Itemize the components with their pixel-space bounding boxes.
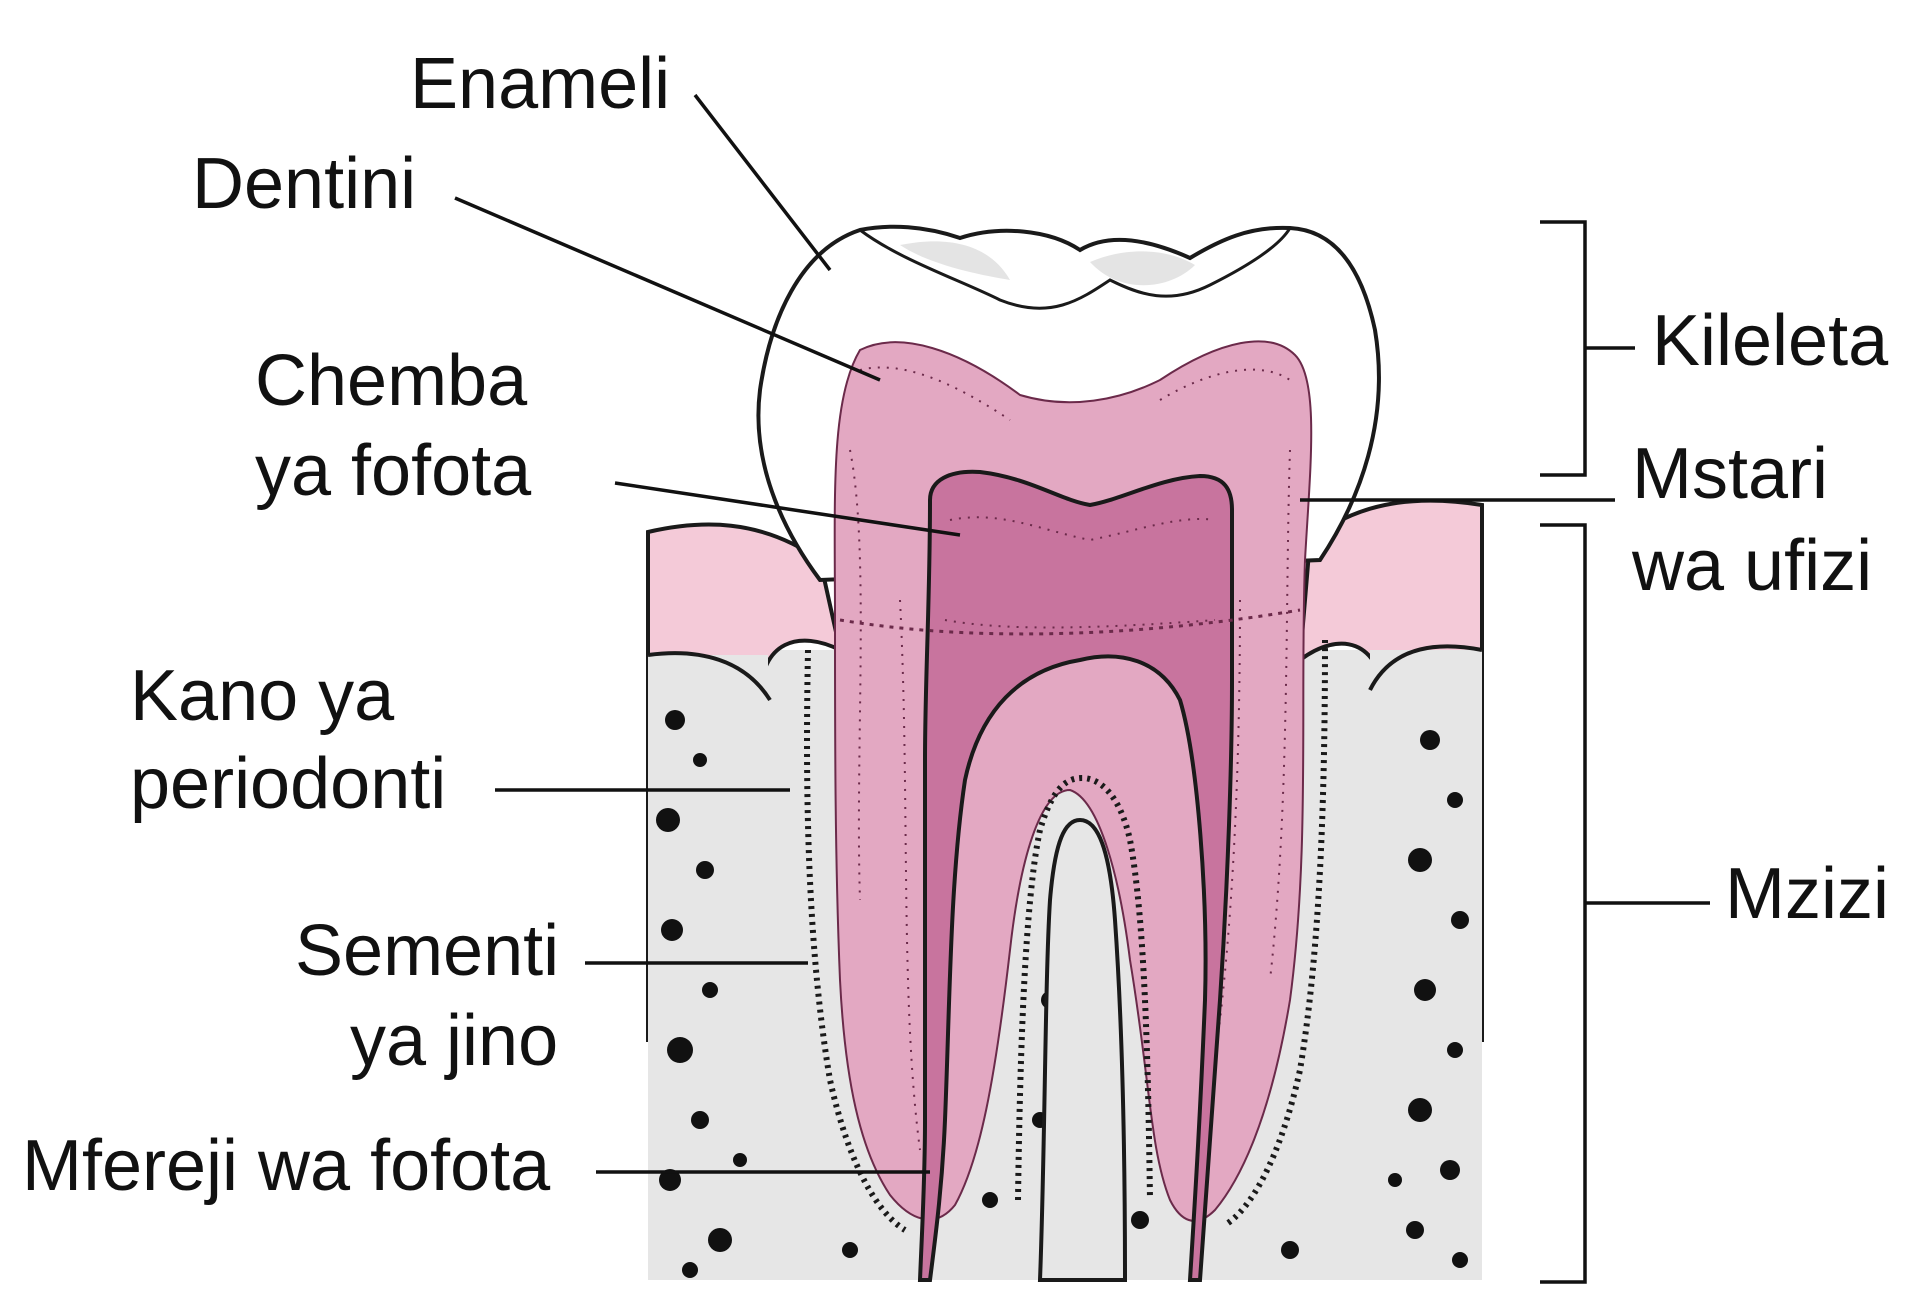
- labels: Enameli Dentini Chemba ya fofota Kilelet…: [22, 44, 1889, 1206]
- root-septum: [1037, 817, 1128, 1282]
- label-cementum-line2: ya jino: [350, 1001, 558, 1081]
- label-crown: Kileleta: [1652, 301, 1889, 381]
- label-pulp-chamber-line2: ya fofota: [255, 431, 532, 511]
- gum-edge-left: [647, 651, 772, 702]
- root-septum-cementum: [1015, 774, 1153, 1201]
- cementum: [804, 639, 1328, 1233]
- label-enamel: Enameli: [410, 44, 670, 124]
- root-bracket: [1540, 523, 1710, 1284]
- label-periodontal-ligament-line2: periodonti: [130, 744, 446, 824]
- crown-bracket: [1540, 220, 1635, 477]
- label-cementum-line1: Sementi: [295, 911, 559, 991]
- pulp: [917, 469, 1234, 1282]
- label-periodontal-ligament-line1: Kano ya: [130, 656, 395, 736]
- occlusal-shading: [900, 241, 1195, 286]
- leader-lines: [454, 93, 1615, 1174]
- tooth: [756, 224, 1381, 1282]
- label-pulp-chamber-line1: Chemba: [255, 341, 528, 421]
- cej-line: [839, 608, 1301, 636]
- enamel-leader: [693, 93, 832, 272]
- pulp-texture: [944, 516, 1216, 629]
- label-gum-line-line2: wa ufizi: [1631, 526, 1872, 606]
- gum-edge-right: [1368, 644, 1483, 691]
- bone-right: [1370, 650, 1482, 1280]
- occlusal-surface: [859, 227, 1292, 310]
- label-root: Mzizi: [1725, 854, 1889, 934]
- label-dentin: Dentini: [192, 144, 416, 224]
- label-root-canal: Mfereji wa fofota: [22, 1126, 551, 1206]
- dentin-texture: [849, 366, 1291, 1151]
- pulp-chamber-leader: [614, 481, 961, 537]
- label-gum-line-line1: Mstari: [1632, 434, 1828, 514]
- dentin-leader: [454, 196, 881, 382]
